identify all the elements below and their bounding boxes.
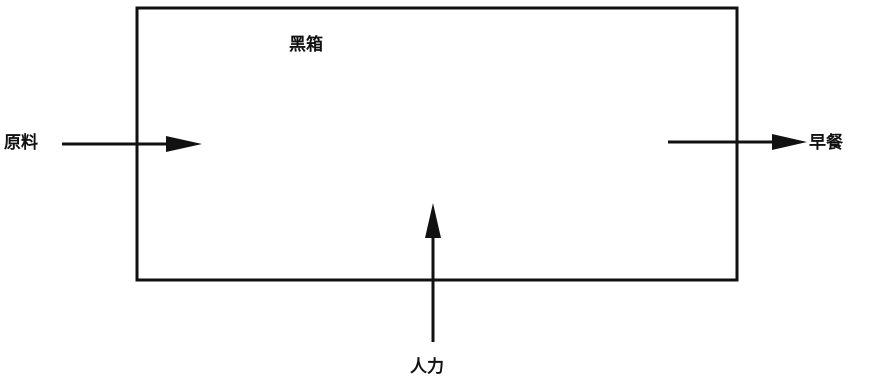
input-arrow-head bbox=[166, 136, 202, 152]
black-box-title: 黑箱 bbox=[289, 35, 323, 55]
black-box-rect bbox=[135, 6, 739, 282]
output-label: 早餐 bbox=[809, 133, 843, 153]
input-label: 原料 bbox=[4, 133, 38, 153]
labor-label: 人力 bbox=[410, 357, 444, 377]
labor-arrow-head bbox=[425, 203, 441, 238]
output-arrow-head bbox=[772, 134, 807, 150]
